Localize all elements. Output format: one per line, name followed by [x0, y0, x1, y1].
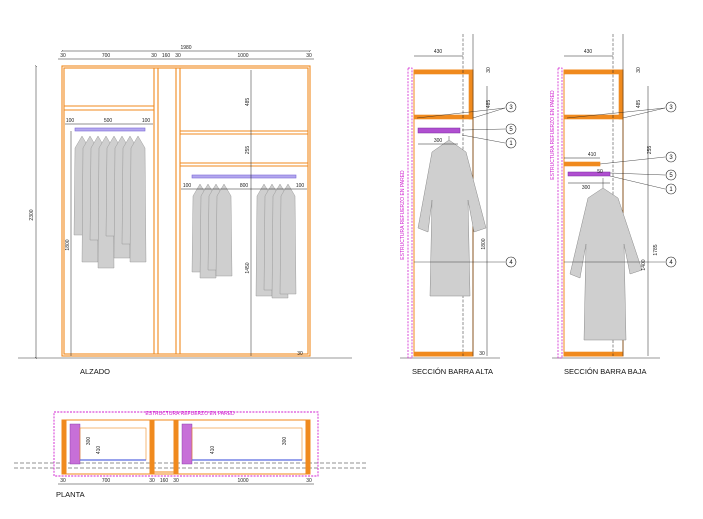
dim-low-top-width: 430 — [584, 49, 593, 55]
garment-high-section — [417, 136, 487, 297]
plan-seg-2: 700 — [102, 478, 111, 484]
callout-high-3: 3 — [509, 105, 513, 111]
plan-seg-6: 1000 — [237, 478, 248, 484]
dimension-right: 485 255 1450 100 800 100 30 — [181, 70, 307, 357]
dim-low-rail-depth: 300 — [582, 185, 591, 191]
callout-high-4: 4 — [509, 260, 513, 266]
callout-low-3a: 3 — [669, 105, 673, 111]
plan-seg-5: 30 — [173, 478, 179, 484]
plan-seg-4: 160 — [160, 478, 169, 484]
wall-reinforcement — [407, 67, 413, 359]
dim-right-rail-2: 800 — [240, 183, 249, 189]
plan-depth-410-right: 410 — [210, 446, 216, 455]
dimension-total-height: 2300 — [29, 66, 36, 358]
dim-low-side: 485 — [636, 100, 642, 109]
plan-carcass — [61, 419, 311, 475]
dim-seg-1: 30 — [60, 53, 66, 59]
plan-seg-1: 30 — [60, 478, 66, 484]
dim-high-side: 485 — [486, 100, 492, 109]
dim-seg-3: 30 — [151, 53, 157, 59]
wall-label-high: ESTRUCTURA REFUERZO EN PARED — [400, 170, 406, 260]
dim-left-rail-3: 100 — [142, 118, 151, 124]
wall-label-low: ESTRUCTURA REFUERZO EN PARED — [550, 90, 556, 180]
dim-left-rail-1: 100 — [66, 118, 75, 124]
dim-high-base: 30 — [479, 351, 485, 357]
plan-depth-410-left: 410 — [96, 446, 102, 455]
callout-low-3b: 3 — [669, 155, 673, 161]
dim-right-shelf-2: 255 — [245, 146, 251, 155]
dim-seg-7: 30 — [306, 53, 312, 59]
dim-right-rail-3: 100 — [296, 183, 305, 189]
dim-right-rail-height: 1450 — [245, 262, 251, 273]
plan-seg-3: 30 — [149, 478, 155, 484]
dim-seg-5: 30 — [175, 53, 181, 59]
dim-low-top-right: 30 — [636, 67, 642, 73]
dim-high-rail-depth: 300 — [434, 138, 443, 144]
callout-high-5: 5 — [509, 127, 513, 133]
dim-low-shelf-depth: 410 — [588, 152, 597, 158]
dimension-left-rail: 100 500 100 1800 — [65, 118, 153, 356]
caption-alzado: ALZADO — [80, 367, 110, 376]
caption-seccion-alta: SECCIÓN BARRA ALTA — [412, 367, 493, 376]
dim-high-rail-height: 1800 — [481, 238, 487, 249]
dim-base: 30 — [297, 351, 303, 357]
left-hanging-rail — [74, 127, 146, 132]
plan-rail-right — [181, 423, 193, 465]
plan-view: ESTRUCTURA REFUERZO EN PARED 300 410 300… — [14, 411, 366, 499]
plan-depth-300-left: 300 — [86, 437, 92, 446]
section-low-rail: ESTRUCTURA REFUERZO EN PARED 430 30 410 … — [550, 34, 677, 376]
dimension-top-segments: 30 700 30 160 30 1000 30 — [58, 53, 314, 60]
dim-seg-6: 1000 — [237, 53, 248, 59]
plan-wall-reinforcement — [53, 411, 319, 477]
caption-seccion-baja: SECCIÓN BARRA BAJA — [564, 367, 647, 376]
dim-right-rail-1: 100 — [183, 183, 192, 189]
callout-high-1: 1 — [509, 141, 513, 147]
garments-left — [73, 135, 147, 269]
callout-low-1: 1 — [669, 187, 673, 193]
dim-low-rail-height: 1400 — [641, 259, 647, 270]
dim-high-top-right: 30 — [486, 67, 492, 73]
wall-reinforcement-low — [557, 67, 563, 359]
callouts-low: 3 3 5 1 4 — [566, 101, 677, 268]
dim-seg-2: 700 — [102, 53, 111, 59]
section-high-rail: ESTRUCTURA REFUERZO EN PARED 430 30 300 … — [400, 34, 517, 376]
dim-high-top-width: 430 — [434, 49, 443, 55]
dimension-total-width: 1980 — [62, 45, 310, 51]
garments-right — [191, 183, 297, 299]
section-high-carcass — [413, 69, 474, 357]
rail-high-section — [417, 127, 461, 134]
rail-low-section — [567, 171, 611, 177]
dim-seg-4: 160 — [162, 53, 171, 59]
callout-low-4: 4 — [669, 260, 673, 266]
dim-low-upper: 255 — [647, 146, 653, 155]
dim-right-shelf-1: 485 — [245, 98, 251, 107]
plan-depth-300-right: 300 — [282, 437, 288, 446]
callouts-high: 3 5 1 4 — [416, 101, 517, 268]
elevation-view: 1980 30 700 30 160 30 1000 30 2300 100 5… — [18, 45, 352, 376]
dim-low-gap: 50 — [597, 169, 603, 175]
dim-left-rail-height: 1800 — [65, 239, 71, 250]
dim-total-width: 1980 — [180, 45, 191, 51]
plan-rail-left — [69, 423, 81, 465]
wardrobe-carcass — [61, 65, 311, 357]
dim-total-height: 2300 — [29, 209, 35, 220]
dim-low-total: 1785 — [653, 244, 659, 255]
plan-seg-7: 30 — [306, 478, 312, 484]
garment-low-section — [569, 178, 643, 341]
dim-left-rail-2: 500 — [104, 118, 113, 124]
right-hanging-rail — [191, 174, 297, 179]
callout-low-5: 5 — [669, 173, 673, 179]
plan-wall-label: ESTRUCTURA REFUERZO EN PARED — [145, 411, 235, 417]
caption-planta: PLANTA — [56, 490, 85, 499]
